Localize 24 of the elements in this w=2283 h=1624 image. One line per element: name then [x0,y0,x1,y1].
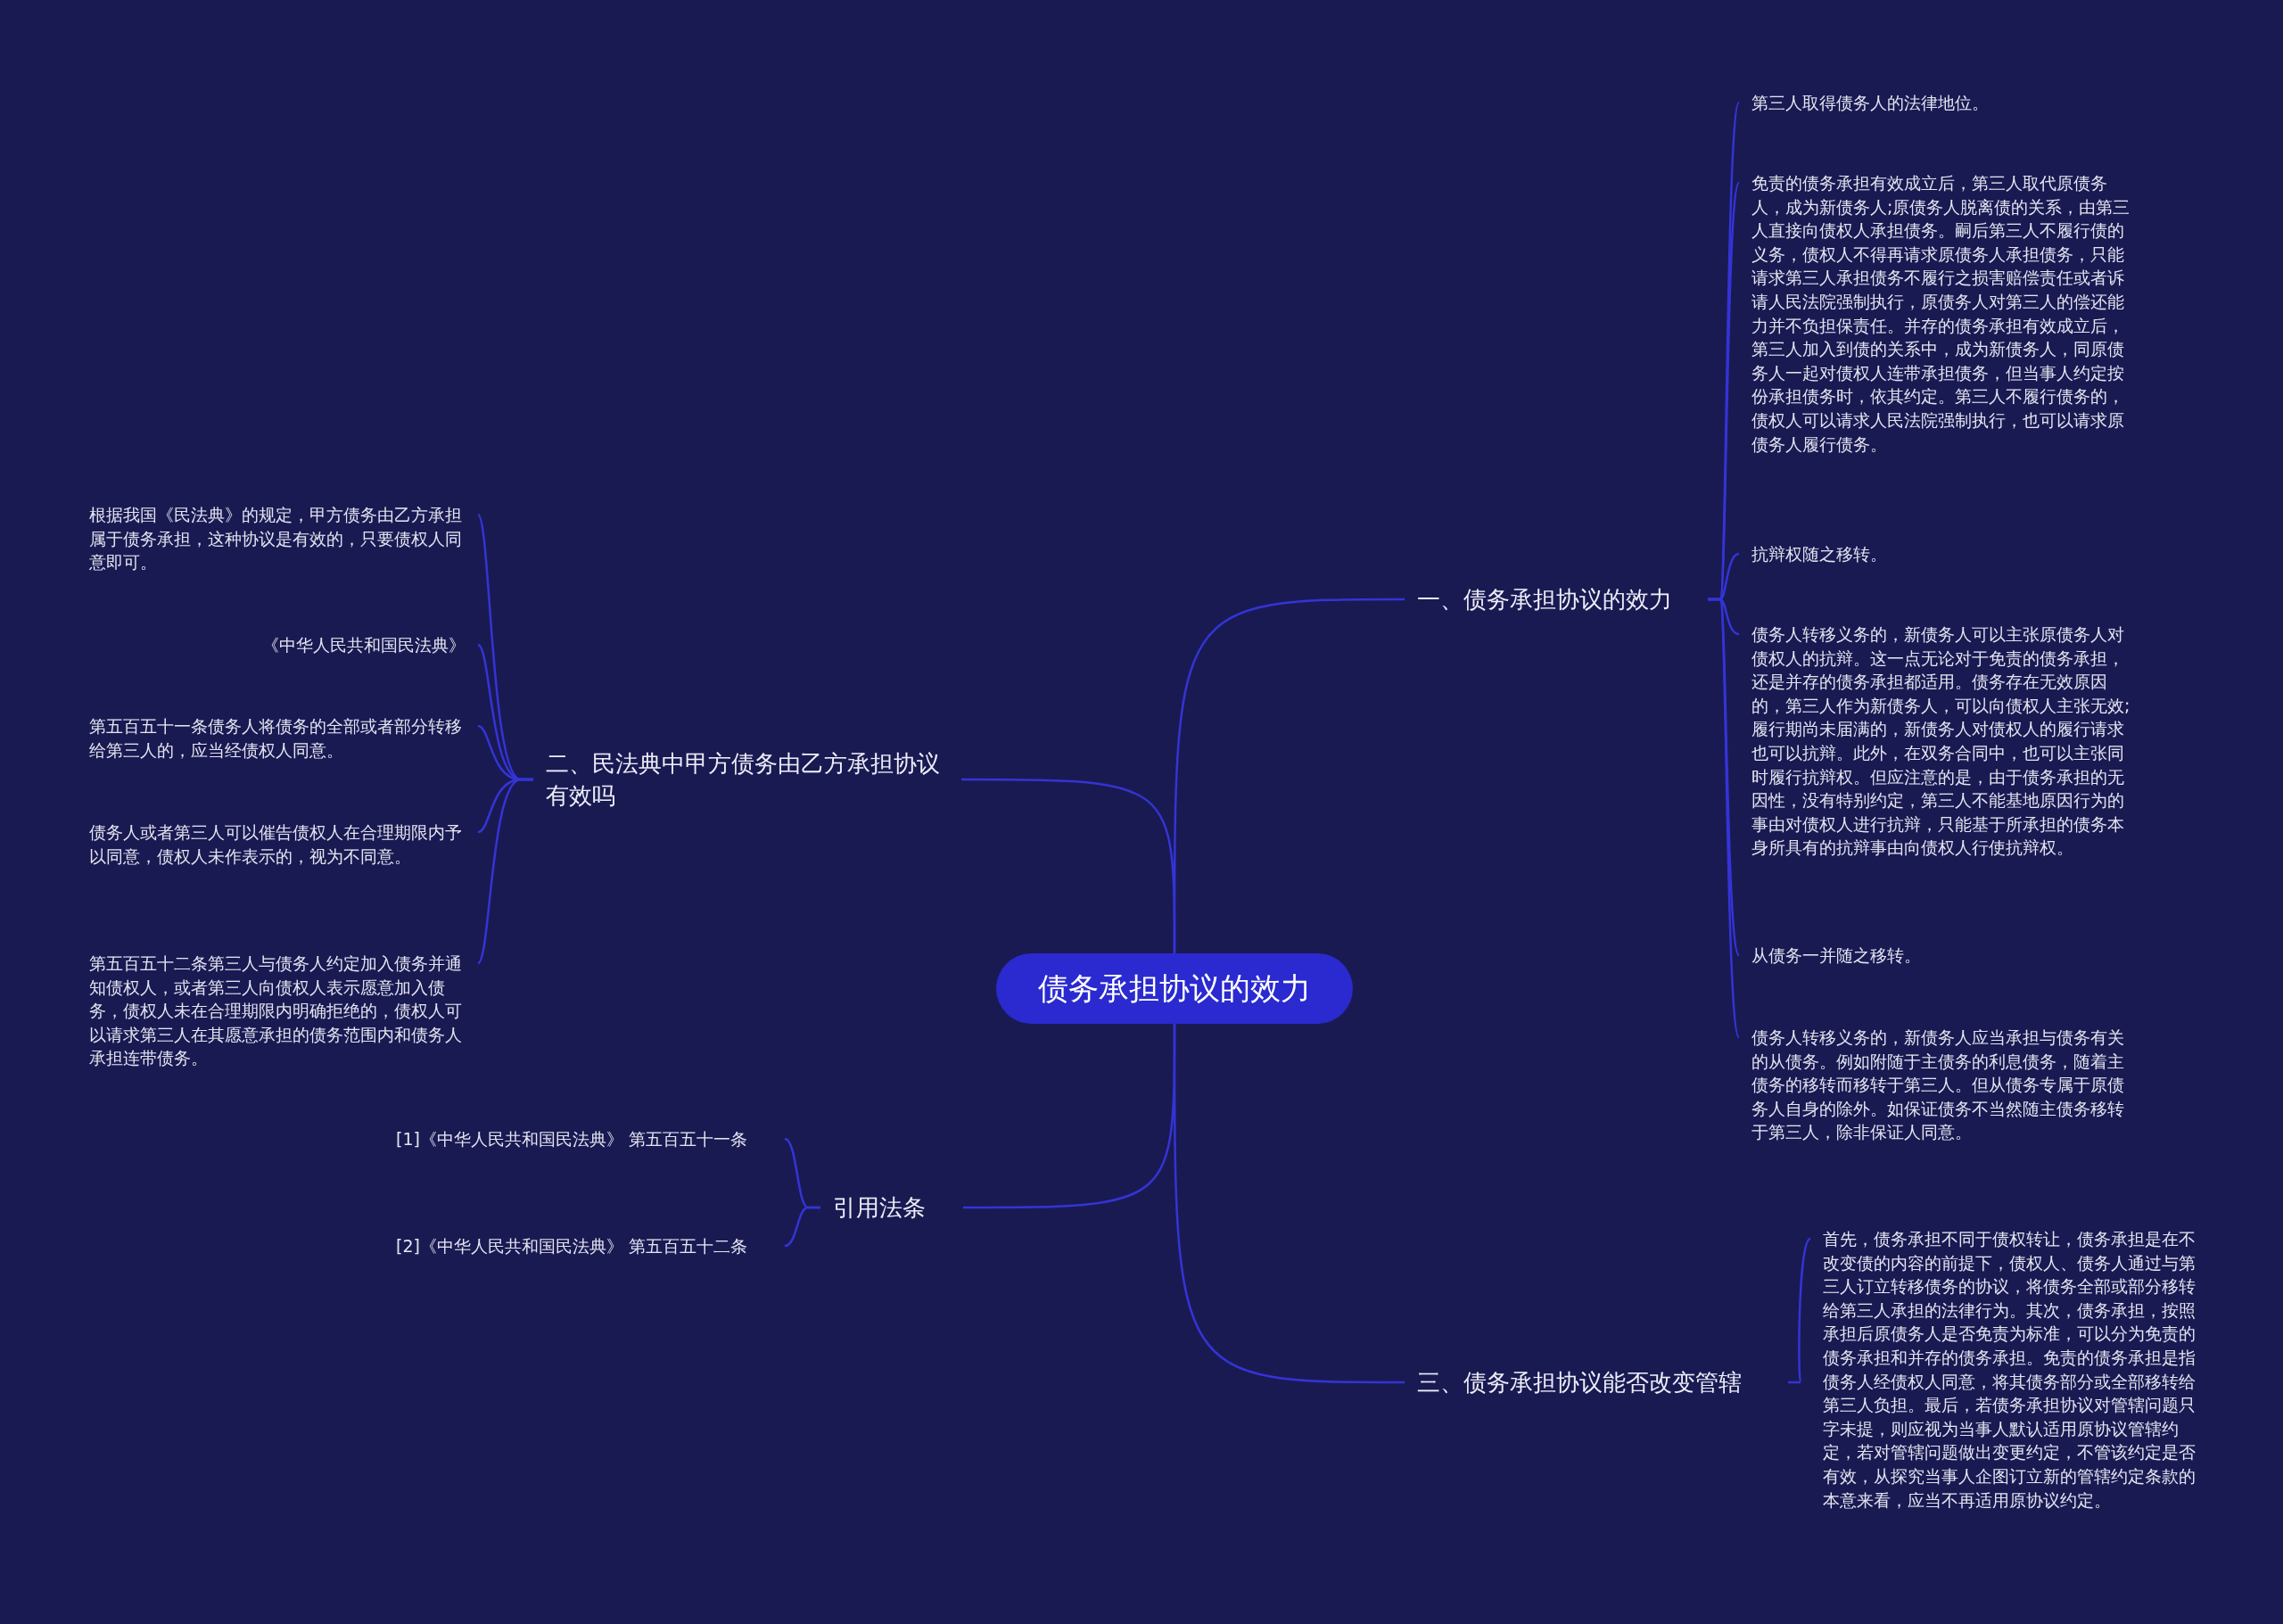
leaf-note: 《中华人民共和国民法典》 [77,630,478,661]
leaf-note: 第五百五十一条债务人将债务的全部或者部分转移给第三人的，应当经债权人同意。 [77,711,478,766]
leaf-note: [2]《中华人民共和国民法典》 第五百五十二条 [383,1231,785,1262]
leaf-note: 抗辩权随之移转。 [1739,539,2149,570]
branch-topic: 引用法条 [820,1186,963,1229]
leaf-note: 债务人转移义务的，新债务人应当承担与债务有关的从债务。例如附随于主债务的利息债务，随着主债务的移转而移转于第三人。但从债务专属于原债务人自身的除外。如保证债务不当然随主债务移转于第三人，除非保证人同意。 [1739,1022,2149,1148]
leaf-note: 债务人或者第三人可以催告债权人在合理期限内予以同意，债权人未作表示的，视为不同意。 [77,817,478,872]
leaf-note: 第三人取得债务人的法律地位。 [1739,87,2149,119]
connector-line [477,778,533,964]
connector-line [1173,1024,1405,1384]
branch-topic: 三、债务承担协议能否改变管辖 [1405,1361,1788,1404]
leaf-note: [1]《中华人民共和国民法典》 第五百五十一条 [383,1124,785,1155]
connector-line [1708,598,1741,1038]
connector-line [961,778,1176,953]
leaf-note: 根据我国《民法典》的规定，甲方债务由乙方承担属于债务承担，这种协议是有效的，只要债权人同意即可。 [77,499,478,578]
leaf-note: 第五百五十二条第三人与债务人约定加入债务并通知债权人，或者第三人向债权人表示愿意加入债务，债权人未在合理期限内明确拒绝的，债权人可以请求第三人在其愿意承担的债务范围内和债务人承担连带债务。 [77,948,478,1074]
branch-topic: 二、民法典中甲方债务由乙方承担协议有效吗 [533,742,961,817]
branch-topic: 一、债务承担协议的效力 [1405,578,1708,621]
leaf-note: 从债务一并随之移转。 [1739,940,2149,971]
leaf-note: 首先，债务承担不同于债权转让，债务承担是在不改变债的内容的前提下，债权人、债务人通过与第三人订立转移债务的协议，将债务全部或部分移转给第三人承担的法律行为。其次，债务承担，按照承担后原债务人是否免责为标准，可以分为免责的债务承担和并存的债务承担。免责的债务承担是指债务人经债权人同意，将其债务部分或全部移转给第三人负担。最后，若债务承担协议对管辖问题只字未提，则应视为当事人默认适用原协议管辖约定，若对管辖问题做出变更约定，不管该约定是否有效，从探究当事人企图订立新的管辖约定条款的本意来看，应当不再适用原协议约定。 [1810,1224,2221,1516]
leaf-note: 债务人转移义务的，新债务人可以主张原债务人对债权人的抗辩。这一点无论对于免责的债务承担，还是并存的债务承担都适用。债务存在无效原因的，第三人作为新债务人，可以向债权人主张无效;履行期尚未届满的，新债务人对债权人的履行请求也可以抗辩。此外，在双务合同中，也可以主张同时履行抗辩权。但应注意的是，由于债务承担的无因性，没有特别约定，第三人不能基地原因行为的事由对债权人进行抗辩，只能基于所承担的债务本身所具有的抗辩事由向债权人行使抗辩权。 [1739,619,2149,863]
connector-line [784,1206,820,1248]
central-topic: 债务承担协议的效力 [996,953,1353,1024]
leaf-note: 免责的债务承担有效成立后，第三人取代原债务人，成为新债务人;原债务人脱离债的关系，由第三人直接向债权人承担债务。嗣后第三人不履行债的义务，债权人不得再请求原债务人承担债务，只能请求第三人承担债务不履行之损害赔偿责任或者诉请人民法院强制执行，原债务人对第三人的偿还能力并不负担保责任。并存的债务承担有效成立后，第三人加入到债的关系中，成为新债务人，同原债务人一起对债权人连带承担债务，但当事人约定按份承担债务时，依其约定。第三人不履行债务的，债权人可以请求人民法院强制执行，也可以请求原债务人履行债务。 [1739,168,2149,460]
